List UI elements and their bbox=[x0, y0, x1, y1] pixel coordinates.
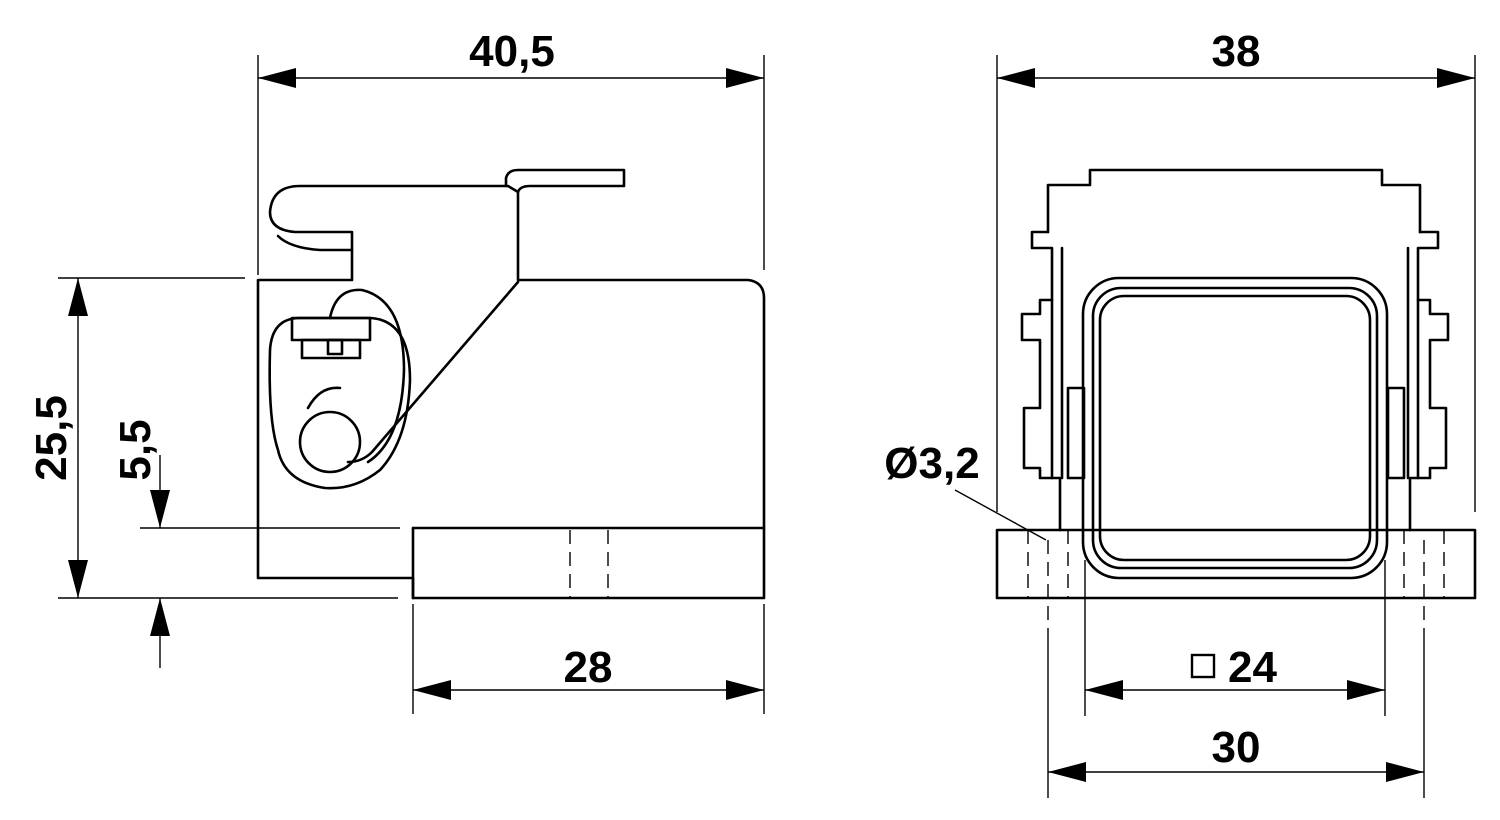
latch-lever bbox=[268, 316, 412, 490]
dim-label-25-5: 25,5 bbox=[27, 395, 76, 481]
dim-label-24: 24 bbox=[1228, 643, 1277, 692]
leader-hole-diameter bbox=[954, 489, 1047, 541]
arrow-28-left bbox=[413, 680, 451, 700]
arrow-25-5-bottom bbox=[68, 560, 88, 598]
square-symbol-icon bbox=[1190, 653, 1216, 679]
arrow-40-5-right bbox=[726, 68, 764, 88]
diagonal-rib bbox=[346, 280, 520, 464]
latch-pin bbox=[298, 410, 362, 474]
arrow-40-5-left bbox=[258, 68, 296, 88]
front-inner-opening bbox=[1098, 294, 1372, 562]
latch-pin-arm bbox=[306, 386, 342, 410]
dim-label-5-5: 5,5 bbox=[111, 419, 160, 480]
arrow-5-5-top bbox=[150, 490, 170, 528]
arrow-5-5-bottom bbox=[150, 598, 170, 636]
front-right-tab bbox=[1386, 386, 1406, 480]
arrow-38-left bbox=[997, 68, 1035, 88]
arrow-28-right bbox=[726, 680, 764, 700]
latch-block-slot bbox=[326, 338, 344, 356]
wire-loop bbox=[328, 288, 406, 464]
dim-label-40-5: 40,5 bbox=[469, 27, 555, 76]
dim-label-30: 30 bbox=[1212, 723, 1261, 772]
front-left-tab bbox=[1066, 386, 1086, 480]
front-right-side bbox=[1408, 230, 1450, 532]
arrow-25-5-top bbox=[68, 278, 88, 316]
side-view: 40,5 25,5 5,5 28 bbox=[27, 27, 766, 714]
arrow-30-right bbox=[1386, 762, 1424, 782]
dim-label-28: 28 bbox=[564, 643, 613, 692]
arrow-38-right bbox=[1437, 68, 1475, 88]
latch-block bbox=[290, 316, 372, 342]
front-middle-frame bbox=[1091, 286, 1379, 570]
clip-inner-line bbox=[276, 234, 354, 252]
dim-label-38: 38 bbox=[1212, 27, 1261, 76]
side-housing-outline bbox=[256, 184, 766, 600]
top-clip bbox=[504, 168, 626, 194]
arrow-24-left bbox=[1085, 680, 1123, 700]
front-left-side bbox=[1020, 230, 1062, 532]
arrow-24-right bbox=[1347, 680, 1385, 700]
front-base-plate bbox=[995, 528, 1477, 600]
dim-label-hole-diameter: Ø3,2 bbox=[884, 439, 979, 488]
front-view: 38 Ø3,2 24 30 bbox=[884, 27, 1477, 798]
arrow-30-left bbox=[1048, 762, 1086, 782]
front-top-cap bbox=[1046, 168, 1422, 234]
front-outer-frame bbox=[1081, 276, 1389, 580]
